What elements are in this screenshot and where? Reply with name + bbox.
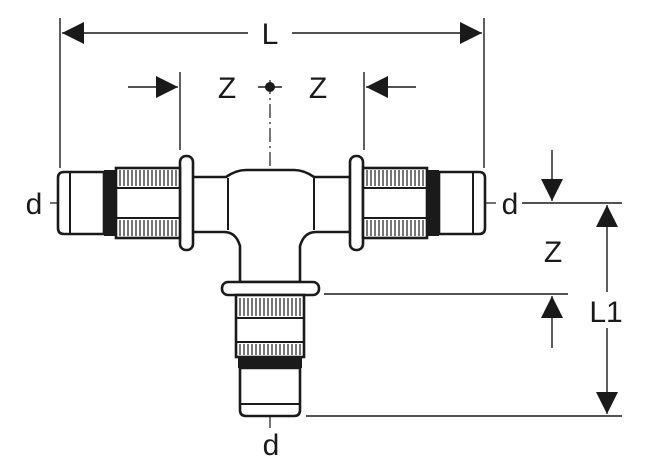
press-sleeve-left <box>56 166 182 240</box>
dimension-L: L <box>59 18 485 168</box>
grip-teeth-right <box>366 170 424 236</box>
grip-teeth-left <box>119 170 177 236</box>
flange-right <box>348 154 365 252</box>
dimension-branch: Z L1 <box>306 150 623 417</box>
label-d-bottom: d <box>263 429 280 462</box>
pipe-end-left <box>56 170 106 236</box>
label-d-left: d <box>26 188 43 221</box>
label-L1: L1 <box>589 296 622 329</box>
label-L: L <box>262 18 279 51</box>
o-ring-band-bottom <box>238 357 302 368</box>
label-d-right: d <box>502 188 519 221</box>
label-Z-branch: Z <box>544 236 562 269</box>
label-Z-left: Z <box>218 72 236 105</box>
sleeve-body-bottom <box>234 293 306 359</box>
dimension-Z-top: Z Z <box>128 72 416 150</box>
tee-housing <box>190 168 352 284</box>
grip-teeth-bottom <box>239 298 301 355</box>
flange-bottom <box>220 280 321 297</box>
tee-body <box>178 154 365 297</box>
o-ring-band-left <box>104 170 116 236</box>
o-ring-band-right <box>427 170 439 236</box>
pipe-end-bottom <box>238 366 302 418</box>
pipe-end-right <box>437 170 487 236</box>
label-Z-right: Z <box>309 72 327 105</box>
press-sleeve-right <box>361 166 487 240</box>
press-sleeve-bottom <box>234 293 306 418</box>
flange-left <box>178 154 195 252</box>
